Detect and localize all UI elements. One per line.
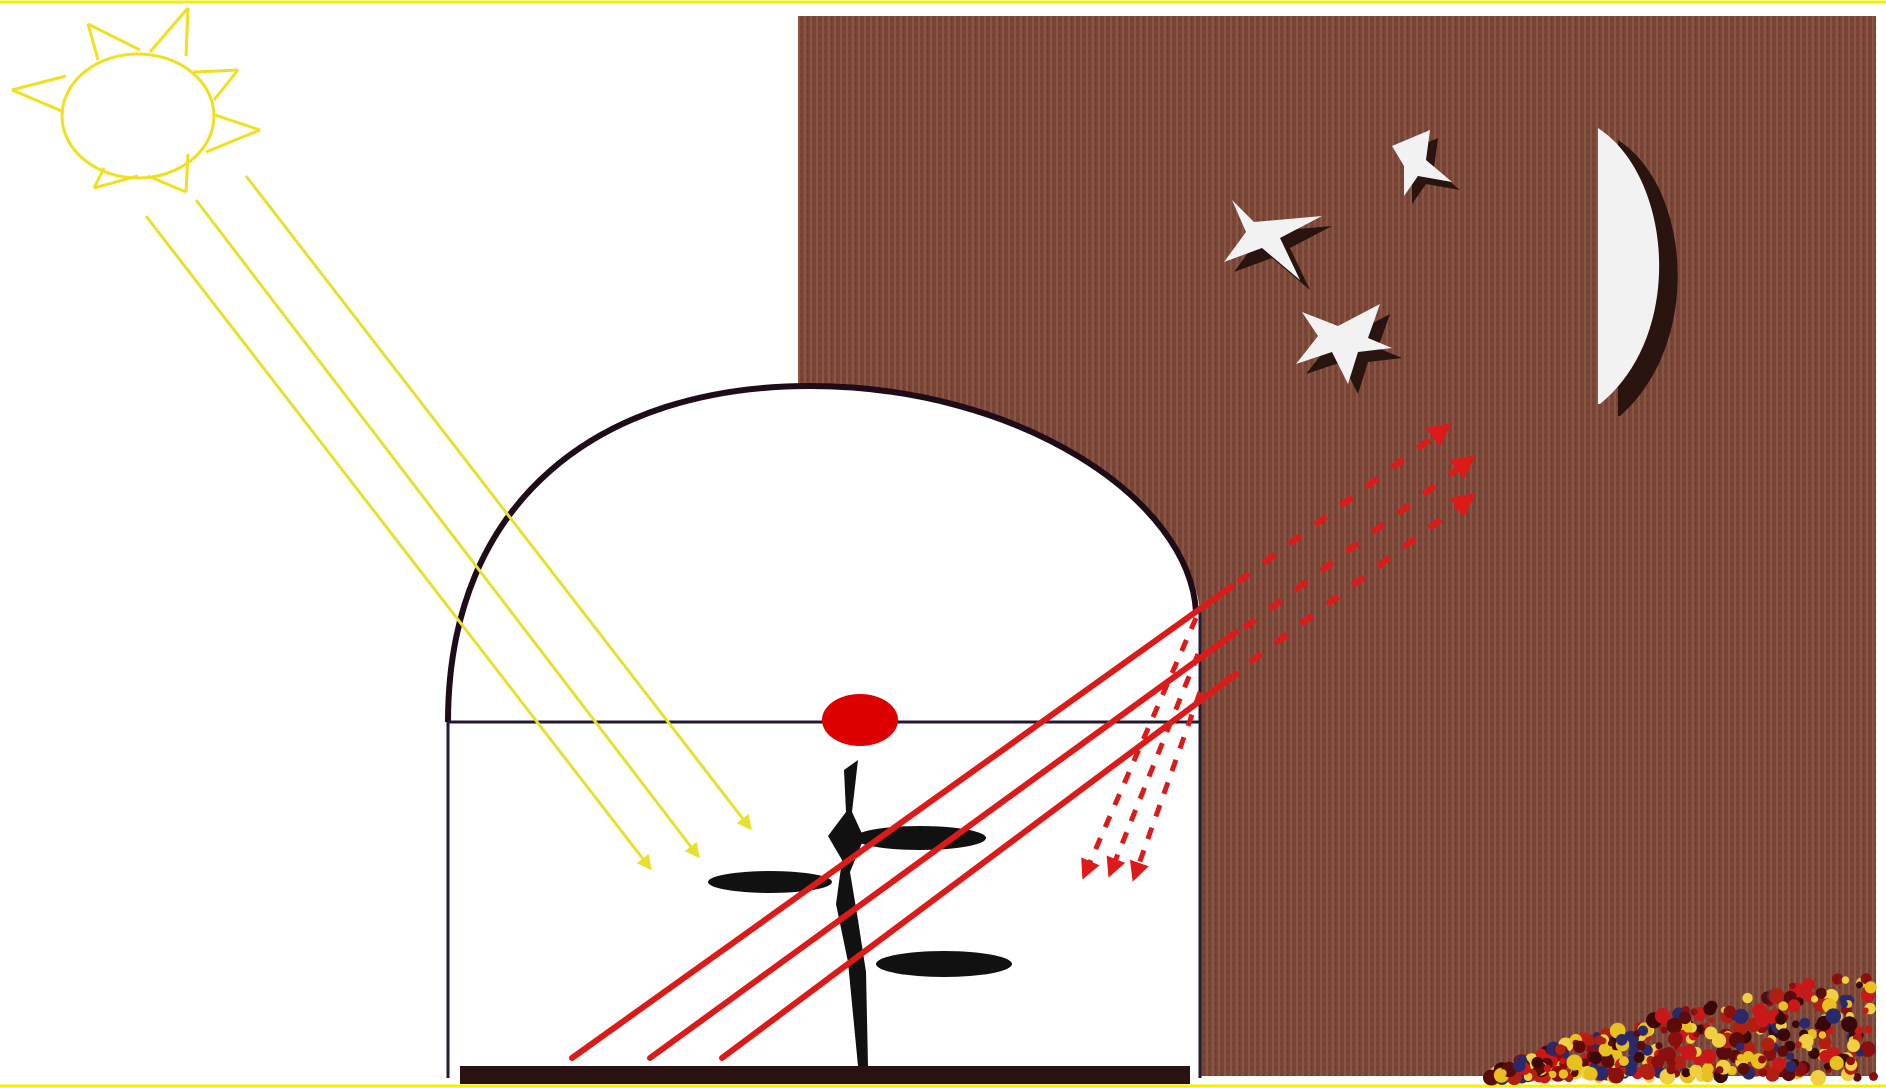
speckle — [1653, 1061, 1661, 1069]
speckle — [1628, 1049, 1635, 1056]
speckle — [1513, 1060, 1526, 1073]
speckle — [1616, 1034, 1628, 1046]
speckle — [1802, 978, 1815, 991]
speckle — [1795, 1041, 1802, 1048]
speckle — [1684, 1024, 1693, 1033]
speckle — [1786, 1061, 1797, 1072]
speckle — [1737, 1054, 1745, 1062]
speckle — [1584, 1067, 1598, 1081]
speckle — [1786, 1052, 1794, 1060]
speckle — [1806, 1045, 1812, 1051]
speckle — [1555, 1044, 1566, 1055]
speckle — [1865, 981, 1877, 993]
speckle — [1704, 1027, 1717, 1040]
speckle — [1755, 1013, 1769, 1027]
speckle — [1832, 973, 1843, 984]
speckle — [1759, 1068, 1768, 1077]
speckle — [1661, 1027, 1668, 1034]
speckle — [1499, 1069, 1507, 1077]
speckle — [1544, 1065, 1552, 1073]
speckle — [1702, 1071, 1714, 1083]
speckle — [1667, 1065, 1676, 1074]
speckle — [1689, 1065, 1702, 1078]
speckle — [1775, 1013, 1786, 1024]
speckle — [1667, 1018, 1683, 1034]
speckle — [1590, 1052, 1602, 1064]
speckle — [1716, 1066, 1724, 1074]
speckle — [1608, 1040, 1614, 1046]
speckle — [1841, 1016, 1857, 1032]
speckle — [1634, 1052, 1645, 1063]
speckle — [1830, 1056, 1844, 1070]
speckle — [1847, 1039, 1860, 1052]
speckle — [1863, 1008, 1869, 1014]
sun-icon — [12, 8, 260, 192]
speckle — [1738, 1063, 1750, 1075]
speckle — [1668, 1032, 1683, 1047]
speckle — [1681, 1068, 1690, 1077]
speckle — [1778, 1001, 1788, 1011]
speckle — [1788, 999, 1801, 1012]
speckle — [1842, 976, 1850, 984]
speckle — [1761, 1037, 1775, 1051]
ground-slab — [460, 1066, 1190, 1084]
speckle — [1706, 1001, 1717, 1012]
greenhouse-interior — [448, 386, 1200, 1078]
speckle — [1560, 1058, 1566, 1064]
speckle — [1640, 1064, 1655, 1079]
speckle — [1841, 1001, 1848, 1008]
speckle — [1594, 1035, 1604, 1045]
speckle — [1865, 1026, 1873, 1034]
speckle — [1690, 1008, 1697, 1015]
speckle — [1819, 1031, 1827, 1039]
speckle — [1799, 1018, 1810, 1029]
speckle — [1549, 1071, 1556, 1078]
speckle — [1532, 1057, 1544, 1069]
speckle — [1869, 1072, 1878, 1081]
speckle — [1701, 1049, 1716, 1064]
speckle — [1810, 1070, 1826, 1086]
speckle — [1736, 1043, 1744, 1051]
speckle — [1758, 1056, 1766, 1064]
speckle — [1772, 1008, 1779, 1015]
speckle — [1789, 983, 1795, 989]
speckle — [1792, 1020, 1800, 1028]
speckle — [1567, 1055, 1583, 1071]
speckle — [1681, 1045, 1697, 1061]
speckle — [1742, 993, 1752, 1003]
speckle — [1658, 1049, 1668, 1059]
speckle — [1571, 1070, 1578, 1077]
speckle — [1559, 1069, 1568, 1078]
speckle — [1777, 1028, 1790, 1041]
speckle — [1856, 982, 1863, 989]
speckle — [1636, 1041, 1645, 1050]
speckle — [1607, 1068, 1615, 1076]
speckle — [1846, 1057, 1855, 1066]
speckle — [1655, 1042, 1662, 1049]
speckle — [1573, 1041, 1585, 1053]
speckle — [1826, 1008, 1841, 1023]
speckle — [1619, 1056, 1629, 1066]
speckle — [1638, 1026, 1648, 1036]
speckle — [1816, 988, 1827, 999]
speckle — [1693, 1031, 1699, 1037]
speckle — [1709, 1017, 1715, 1023]
speckle — [1724, 1006, 1736, 1018]
